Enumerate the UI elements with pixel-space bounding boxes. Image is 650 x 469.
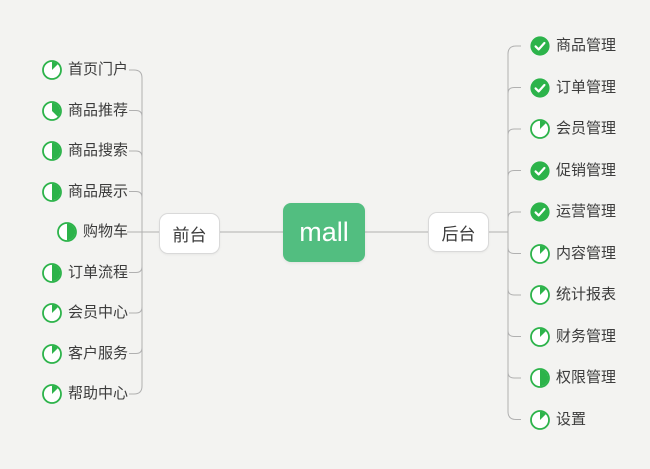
backend-topic-1[interactable]: 订单管理 bbox=[530, 77, 616, 99]
backend-topic-8[interactable]: 权限管理 bbox=[530, 367, 616, 389]
task-progress-icon bbox=[42, 343, 62, 364]
topic-label: 会员中心 bbox=[67, 304, 128, 321]
topic-label: 统计报表 bbox=[556, 286, 617, 303]
backend-topic-6[interactable]: 统计报表 bbox=[530, 284, 616, 306]
root-node-mall[interactable]: mall bbox=[283, 203, 365, 262]
topic-label: 首页门户 bbox=[67, 61, 128, 78]
topic-label: 设置 bbox=[556, 410, 587, 428]
task-progress-icon bbox=[530, 119, 550, 139]
task-progress-icon bbox=[530, 243, 550, 264]
topic-label: 客户服务 bbox=[67, 344, 128, 362]
frontend-topic-6[interactable]: 会员中心 bbox=[42, 302, 128, 324]
task-progress-icon bbox=[42, 384, 62, 404]
frontend-topic-3[interactable]: 商品展示 bbox=[42, 181, 128, 203]
frontend-topic-2[interactable]: 商品搜索 bbox=[42, 140, 128, 162]
task-progress-icon bbox=[42, 262, 62, 283]
task-progress-icon bbox=[530, 285, 550, 305]
topic-label: 购物车 bbox=[82, 223, 128, 240]
frontend-topic-1[interactable]: 商品推荐 bbox=[42, 100, 128, 122]
frontend-topic-4[interactable]: 购物车 bbox=[57, 221, 128, 243]
topic-label: 商品推荐 bbox=[67, 101, 128, 119]
branch-node-frontend[interactable]: 前台 bbox=[159, 213, 220, 254]
frontend-topic-0[interactable]: 首页门户 bbox=[42, 59, 128, 81]
backend-topic-4[interactable]: 运营管理 bbox=[530, 201, 616, 223]
task-done-icon bbox=[530, 36, 550, 56]
backend-topic-5[interactable]: 内容管理 bbox=[530, 243, 616, 265]
topic-label: 财务管理 bbox=[556, 327, 617, 345]
topic-label: 内容管理 bbox=[556, 244, 617, 262]
task-progress-icon bbox=[530, 409, 550, 430]
branch-node-backend[interactable]: 后台 bbox=[428, 212, 489, 252]
topic-label: 订单管理 bbox=[556, 78, 617, 96]
task-progress-icon bbox=[42, 303, 62, 323]
task-done-icon bbox=[530, 77, 550, 98]
task-progress-icon bbox=[42, 141, 62, 161]
topic-label: 会员管理 bbox=[556, 120, 617, 137]
task-progress-icon bbox=[42, 181, 62, 202]
backend-topic-7[interactable]: 财务管理 bbox=[530, 326, 616, 348]
topic-label: 订单流程 bbox=[67, 263, 128, 281]
task-progress-icon bbox=[530, 368, 550, 388]
frontend-topic-5[interactable]: 订单流程 bbox=[42, 262, 128, 284]
topic-label: 帮助中心 bbox=[67, 385, 128, 402]
task-progress-icon bbox=[42, 60, 62, 80]
topic-label: 促销管理 bbox=[556, 161, 617, 179]
topic-label: 商品管理 bbox=[556, 37, 617, 54]
topic-label: 商品搜索 bbox=[67, 142, 128, 159]
backend-topic-9[interactable]: 设置 bbox=[530, 409, 586, 431]
topic-label: 运营管理 bbox=[556, 203, 617, 220]
topic-label: 权限管理 bbox=[556, 369, 617, 386]
task-done-icon bbox=[530, 202, 550, 222]
frontend-topic-7[interactable]: 客户服务 bbox=[42, 343, 128, 365]
topic-label: 商品展示 bbox=[67, 182, 128, 200]
backend-topic-2[interactable]: 会员管理 bbox=[530, 118, 616, 140]
task-progress-icon bbox=[57, 222, 77, 242]
backend-topic-3[interactable]: 促销管理 bbox=[530, 160, 616, 182]
backend-topic-0[interactable]: 商品管理 bbox=[530, 35, 616, 57]
task-done-icon bbox=[530, 160, 550, 181]
frontend-topic-8[interactable]: 帮助中心 bbox=[42, 383, 128, 405]
task-progress-icon bbox=[42, 100, 62, 121]
task-progress-icon bbox=[530, 326, 550, 347]
